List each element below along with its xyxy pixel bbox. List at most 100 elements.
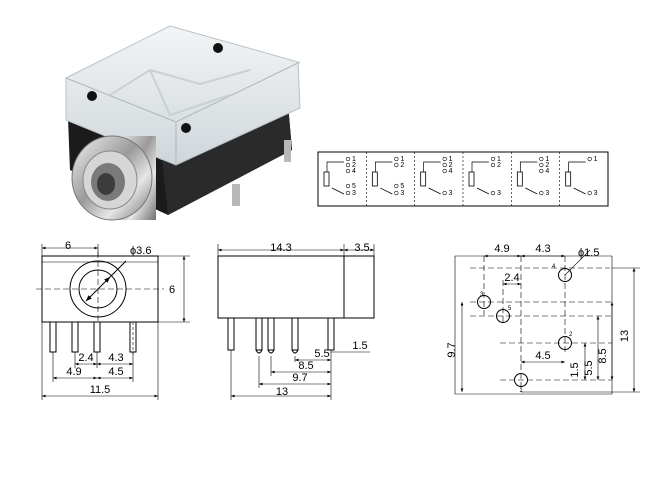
schematic-pin-label: 3 bbox=[449, 190, 453, 197]
schematic-pin-label: 1 bbox=[545, 156, 549, 163]
dim-y-8-5: 8.5 bbox=[597, 348, 609, 363]
schematic-3: 124 3 bbox=[414, 152, 453, 206]
terminal-icon bbox=[442, 156, 447, 162]
dim-nose: 3.5 bbox=[354, 242, 369, 254]
dim-y-1-5: 1.5 bbox=[569, 362, 581, 377]
terminal-icon bbox=[394, 190, 399, 196]
dim-d4: 9.7 bbox=[292, 372, 307, 384]
terminal-icon bbox=[345, 183, 351, 189]
schematic-pin-label: 2 bbox=[449, 162, 453, 169]
pin-label: 1 bbox=[519, 388, 523, 394]
schematic-pin-label: 1 bbox=[497, 156, 501, 163]
schematic-pin-label: 1 bbox=[594, 156, 598, 163]
terminal-icon bbox=[490, 190, 496, 196]
schematic-pin-label: 4 bbox=[352, 168, 356, 175]
dim-y-13: 13 bbox=[619, 330, 631, 342]
schematic-pin-label: 1 bbox=[449, 156, 453, 163]
pin-label: 3 bbox=[480, 292, 484, 298]
plug-symbol-icon bbox=[420, 171, 427, 187]
plug-symbol-icon bbox=[468, 171, 475, 187]
schematic-1: 124 53 bbox=[323, 156, 356, 197]
schematic-pin-label: 2 bbox=[545, 162, 549, 169]
contact-wire-icon bbox=[423, 161, 441, 195]
dim-length: 14.3 bbox=[270, 242, 291, 254]
schematic-pin-label: 3 bbox=[545, 190, 549, 197]
plug-symbol-icon bbox=[371, 171, 378, 187]
schematic-4: 12 3 bbox=[462, 152, 501, 206]
front-view bbox=[36, 244, 190, 400]
terminal-icon bbox=[539, 162, 544, 168]
schematic-pin-label: 5 bbox=[400, 183, 404, 190]
pin-label: 2 bbox=[569, 332, 573, 338]
schematic-pin-label: 5 bbox=[352, 183, 356, 190]
terminal-icon bbox=[539, 168, 544, 174]
terminal-icon bbox=[394, 162, 399, 168]
photo-pin-icon bbox=[232, 184, 240, 206]
dim-d3: 8.5 bbox=[298, 360, 313, 372]
dim-pitch-a: 2.4 bbox=[78, 352, 93, 364]
plug-symbol-icon bbox=[565, 171, 572, 187]
schematic-pin-label: 4 bbox=[449, 168, 453, 175]
schematic-6: 13 bbox=[559, 152, 598, 206]
plug-symbol-icon bbox=[516, 171, 523, 187]
terminal-icon bbox=[394, 156, 399, 162]
terminal-icon bbox=[394, 183, 399, 189]
terminal-icon bbox=[345, 156, 351, 162]
terminal-icon bbox=[442, 162, 447, 168]
contact-wire-icon bbox=[471, 161, 490, 195]
pin-label: 5 bbox=[508, 306, 512, 312]
side-view-dims: 14.3 3.5 1.5 5.5 8.5 9.7 13 bbox=[270, 242, 369, 398]
footprint-dims: 4.9 4.3 ϕ1.5 2.4 9.7 4.5 1.5 5.5 8.5 13 … bbox=[446, 243, 631, 394]
dim-left-h: 9.7 bbox=[446, 342, 458, 357]
terminal-icon bbox=[587, 190, 592, 196]
terminal-icon bbox=[345, 168, 351, 174]
dim-span-b: 4.5 bbox=[108, 366, 123, 378]
schematic-pin-label: 3 bbox=[497, 190, 501, 197]
dim-d2: 5.5 bbox=[314, 348, 329, 360]
schematic-pin-label: 3 bbox=[400, 190, 404, 197]
schematic-pin-label: 3 bbox=[352, 190, 356, 197]
terminal-icon bbox=[539, 190, 544, 196]
dim-x-4-5: 4.5 bbox=[535, 350, 550, 362]
schematic-pin-label: 4 bbox=[545, 168, 549, 175]
plug-symbol-icon bbox=[323, 171, 330, 187]
contact-wire-icon bbox=[519, 161, 538, 195]
dim-bore: ϕ3.6 bbox=[130, 245, 151, 257]
pin-label: 4 bbox=[552, 264, 556, 270]
dim-top-a: 4.9 bbox=[494, 243, 509, 255]
dim-pitch-b: 4.3 bbox=[108, 352, 123, 364]
schematic-5: 124 3 bbox=[511, 152, 549, 206]
terminal-icon bbox=[345, 162, 351, 168]
contact-wire-icon bbox=[326, 161, 345, 195]
schematic-pin-label: 3 bbox=[594, 190, 598, 197]
dim-span-a: 4.9 bbox=[66, 366, 81, 378]
photo-pin-icon bbox=[284, 140, 291, 162]
front-view-dims: 6 ϕ3.6 6 2.4 4.3 4.9 4.5 11.5 bbox=[65, 240, 175, 396]
dim-width-top: 6 bbox=[65, 240, 71, 252]
dim-height: 6 bbox=[169, 284, 175, 296]
contact-wire-icon bbox=[374, 161, 393, 195]
schematic-pin-label: 2 bbox=[352, 162, 356, 169]
dim-d1: 1.5 bbox=[352, 340, 367, 352]
schematic-pin-label: 2 bbox=[497, 162, 501, 169]
dim-y-5-5: 5.5 bbox=[583, 360, 595, 375]
dim-x-2-4: 2.4 bbox=[504, 272, 519, 284]
pcb-footprint bbox=[454, 249, 640, 395]
schematic-pin-label: 1 bbox=[400, 156, 404, 163]
dim-hole: ϕ1.5 bbox=[578, 247, 599, 259]
terminal-icon bbox=[490, 162, 496, 168]
schematic-pin-label: 1 bbox=[352, 156, 356, 163]
dim-overall: 11.5 bbox=[90, 384, 111, 396]
terminal-icon bbox=[539, 156, 544, 162]
terminal-icon bbox=[345, 190, 351, 196]
dim-top-b: 4.3 bbox=[535, 243, 550, 255]
dim-overall-side: 13 bbox=[276, 386, 288, 398]
side-view bbox=[217, 244, 375, 400]
contact-wire-icon bbox=[568, 161, 586, 195]
terminal-icon bbox=[490, 156, 496, 162]
terminal-icon bbox=[442, 168, 447, 174]
terminal-icon bbox=[587, 156, 592, 162]
